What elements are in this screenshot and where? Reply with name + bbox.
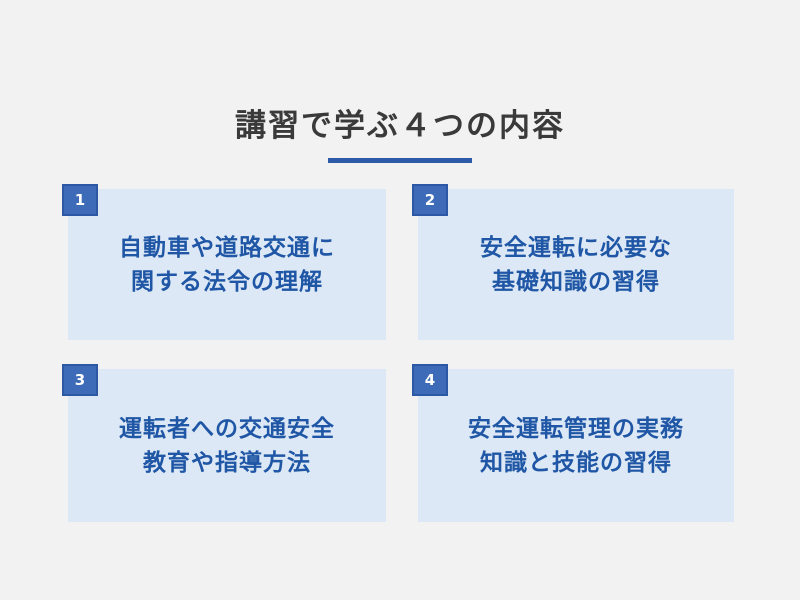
card-text: 自動車や道路交通に 関する法令の理解: [119, 231, 335, 299]
card-text-line-2: 基礎知識の習得: [492, 268, 660, 295]
title-underline: [328, 158, 472, 163]
card-text-line-1: 安全運転に必要な: [480, 234, 672, 261]
card-text-line-1: 自動車や道路交通に: [119, 234, 335, 261]
card-text-line-1: 運転者への交通安全: [119, 415, 335, 442]
card-text-line-2: 教育や指導方法: [143, 449, 311, 476]
page-title: 講習で学ぶ４つの内容: [235, 108, 565, 144]
card-text: 安全運転に必要な 基礎知識の習得: [480, 231, 672, 299]
card-text-line-2: 知識と技能の習得: [480, 449, 672, 476]
content-card-2: 2 安全運転に必要な 基礎知識の習得: [412, 184, 734, 340]
content-card-1: 1 自動車や道路交通に 関する法令の理解: [62, 184, 386, 340]
card-text: 安全運転管理の実務 知識と技能の習得: [468, 412, 684, 480]
content-card-3: 3 運転者への交通安全 教育や指導方法: [62, 364, 386, 522]
card-number-badge: 2: [412, 184, 448, 216]
card-text-line-2: 関する法令の理解: [131, 268, 323, 295]
card-text-line-1: 安全運転管理の実務: [468, 415, 684, 442]
card-number-badge: 4: [412, 364, 448, 396]
content-card-4: 4 安全運転管理の実務 知識と技能の習得: [412, 364, 734, 522]
card-number-badge: 1: [62, 184, 98, 216]
card-number-badge: 3: [62, 364, 98, 396]
card-text: 運転者への交通安全 教育や指導方法: [119, 412, 335, 480]
